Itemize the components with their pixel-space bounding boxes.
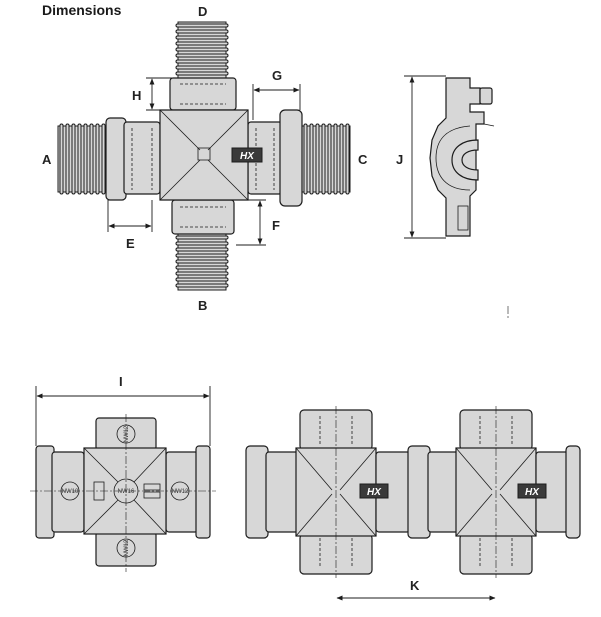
svg-text:NW12: NW12 [172, 489, 189, 495]
hose-rib [59, 123, 64, 195]
nut-left-outer [105, 117, 127, 201]
hose-rib [339, 123, 344, 195]
hose-rib [175, 71, 229, 76]
double-fitting-view: HX HX [245, 406, 581, 601]
hose-rib [175, 235, 229, 240]
hose-rib [175, 35, 229, 40]
label-J: J [396, 152, 403, 167]
hx-logo-right: HX [517, 483, 547, 499]
hose-rib [175, 47, 229, 52]
hx-logo: HX [231, 147, 263, 163]
nut-bottom [171, 199, 235, 235]
hose-rib [175, 23, 229, 28]
svg-text:NW10: NW10 [62, 489, 79, 495]
cross-fitting-top-view: NW12 NW12 NW10 NW12 NW16 [30, 386, 216, 572]
label-B: B [198, 298, 207, 313]
nut-left [123, 121, 161, 195]
hose-rib [77, 123, 82, 195]
svg-text:HX: HX [525, 487, 540, 498]
label-A: A [42, 152, 52, 167]
hose-rib [333, 123, 338, 195]
hose-rib [309, 123, 314, 195]
hose-rib [175, 271, 229, 276]
label-F: F [272, 218, 280, 233]
hose-rib [175, 41, 229, 46]
hose-rib [327, 123, 332, 195]
cross-fitting-front-view: HX [57, 21, 351, 291]
nut-top [169, 77, 237, 111]
label-G: G [272, 68, 282, 83]
hx-logo-left: HX [359, 483, 389, 499]
hose-rib [175, 277, 229, 282]
hose-rib [175, 65, 229, 70]
svg-text:NW16: NW16 [118, 489, 135, 495]
hose-rib [175, 265, 229, 270]
label-H: H [132, 88, 141, 103]
hose-rib [101, 123, 106, 195]
nut-right-outer [279, 109, 303, 207]
hose-rib [71, 123, 76, 195]
hose-rib [83, 123, 88, 195]
label-E: E [126, 236, 135, 251]
hose-rib [345, 123, 350, 195]
label-K: K [410, 578, 420, 593]
hose-rib [175, 29, 229, 34]
page-title: Dimensions [42, 2, 122, 18]
svg-text:NW12: NW12 [124, 539, 130, 556]
label-D: D [198, 4, 207, 19]
label-I: I [119, 374, 123, 389]
hose-rib [321, 123, 326, 195]
hose-rib [175, 241, 229, 246]
hose-rib [315, 123, 320, 195]
hose-rib [175, 59, 229, 64]
svg-text:NW12: NW12 [124, 425, 130, 442]
label-C: C [358, 152, 368, 167]
hose-rib [303, 123, 308, 195]
hose-rib [175, 283, 229, 288]
hose-rib [65, 123, 70, 195]
hose-rib [95, 123, 100, 195]
hose-rib [175, 253, 229, 258]
svg-text:HX: HX [367, 487, 382, 498]
hose-rib [175, 53, 229, 58]
hose-rib [175, 247, 229, 252]
hose-rib [89, 123, 94, 195]
cross-fitting-side-view [404, 75, 509, 320]
svg-text:HX: HX [240, 151, 255, 162]
hose-rib [175, 259, 229, 264]
